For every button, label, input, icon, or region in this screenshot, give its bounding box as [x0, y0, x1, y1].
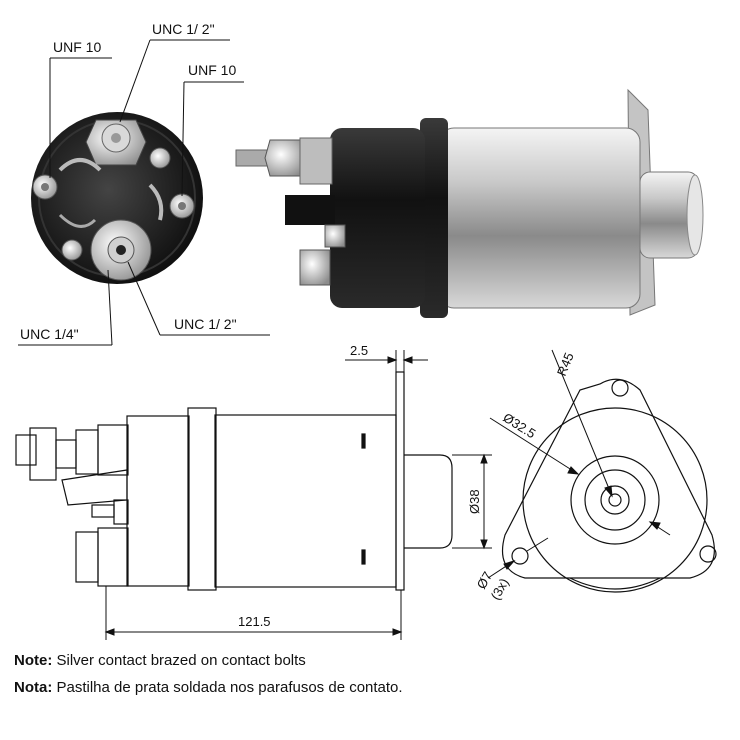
side-view-photo	[235, 88, 704, 318]
note-portuguese: Nota: Pastilha de prata soldada nos para…	[14, 679, 403, 696]
dim-radius-label: R45	[554, 350, 577, 378]
front-view-dim-leaders	[487, 349, 671, 579]
side-elevation-drawing	[15, 371, 453, 591]
callout-unf10-left: UNF 10	[53, 39, 101, 55]
note-english-label: Note:	[14, 652, 53, 669]
note-portuguese-text: Pastilha de prata soldada nos parafusos …	[56, 679, 403, 696]
callout-unf10-right: UNF 10	[188, 62, 236, 78]
front-view-drawing	[501, 378, 717, 593]
callout-unc12-top: UNC 1/ 2"	[152, 21, 215, 37]
dim-flange-label: 2.5	[350, 343, 368, 358]
dim-length	[104, 586, 403, 640]
note-english-text: Silver contact brazed on contact bolts	[56, 652, 306, 669]
end-cap-photo	[31, 112, 203, 284]
callout-unc12-bottom: UNC 1/ 2"	[174, 316, 237, 332]
dim-plunger-label: Ø38	[467, 489, 482, 514]
dim-length-label: 121.5	[238, 614, 271, 629]
dim-plunger	[452, 453, 492, 550]
dim-flange	[345, 350, 428, 372]
note-portuguese-label: Nota:	[14, 679, 53, 696]
callout-unc14: UNC 1/4"	[20, 326, 79, 342]
callout-leaders	[18, 39, 270, 346]
note-english: Note: Silver contact brazed on contact b…	[14, 652, 306, 669]
